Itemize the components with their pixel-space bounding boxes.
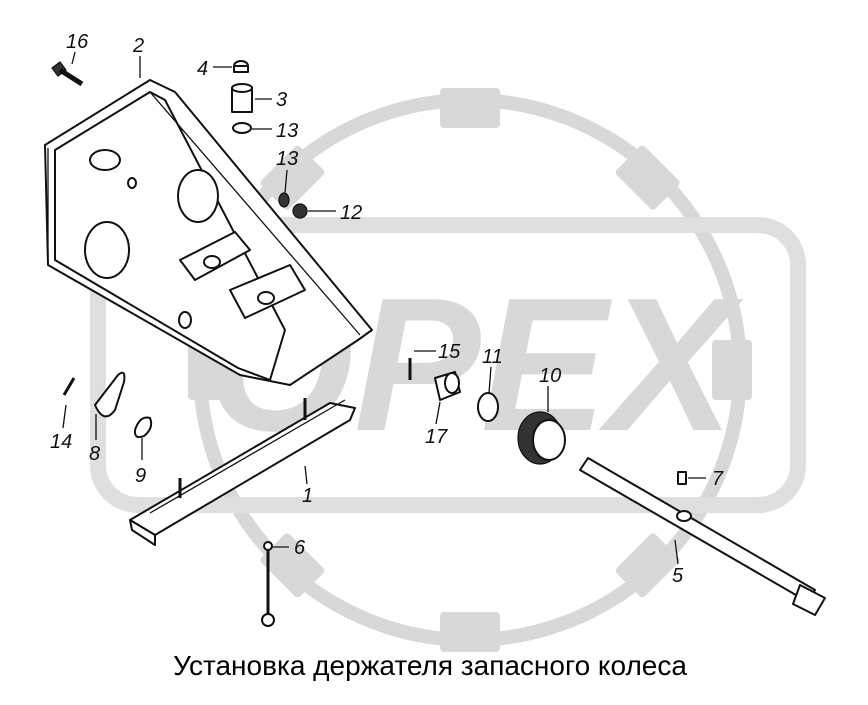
label-15: 15 [438,341,461,363]
label-8: 8 [89,443,100,465]
spacer-part-3 [231,83,253,113]
label-13b: 13 [276,148,298,170]
clip-part-9 [133,416,153,439]
bolt-part-16 [51,61,84,87]
washer-part-11 [477,392,499,422]
label-3: 3 [276,89,287,111]
bolt-part-7 [677,471,687,485]
pin-part-14 [62,377,76,396]
shaft-part-5 [579,457,826,616]
label-9: 9 [135,465,146,487]
label-12: 12 [340,202,362,224]
nut-part-4 [233,60,249,73]
diagram-caption: Установка держателя запасного колеса [173,650,687,681]
bracket-part-2 [44,79,373,386]
sleeve-part-17 [434,371,461,401]
label-13a: 13 [276,120,298,142]
label-16: 16 [66,31,89,53]
label-17: 17 [425,426,448,448]
label-5: 5 [672,565,684,587]
washer-part-13a [232,122,252,134]
label-1: 1 [302,485,313,507]
nut-part-12 [292,203,308,219]
label-7: 7 [712,468,724,490]
gear-part-10 [517,411,566,465]
label-10: 10 [539,365,561,387]
leader-lines [62,51,706,565]
bolt-part-6 [261,541,275,627]
label-14: 14 [50,431,72,453]
washer-part-13b [278,192,290,208]
label-6: 6 [294,537,306,559]
watermark-frame [90,217,806,513]
part-number-labels: 16 2 4 3 13 13 12 15 11 10 14 8 9 1 17 7… [50,31,724,587]
label-11: 11 [482,346,503,368]
label-4: 4 [197,58,208,80]
channel-part-1 [129,398,356,546]
clamp-part-8 [94,371,126,418]
label-2: 2 [132,35,144,57]
